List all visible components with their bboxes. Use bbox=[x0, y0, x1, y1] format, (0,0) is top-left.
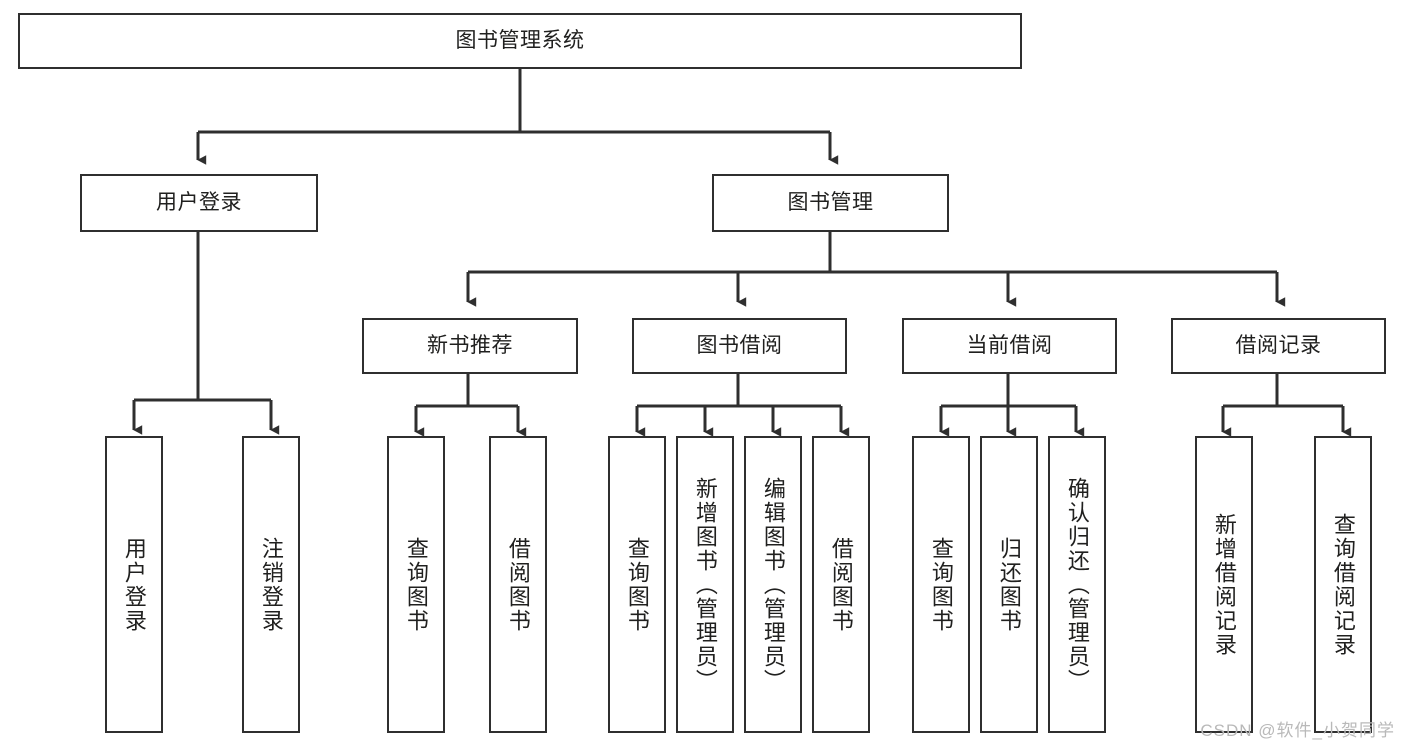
node-leaf-return-book[interactable]: 归还图书 bbox=[980, 436, 1038, 733]
node-user-login[interactable]: 用户登录 bbox=[80, 174, 318, 232]
node-label: 注销登录 bbox=[258, 536, 284, 633]
node-label: 借阅图书 bbox=[828, 536, 854, 633]
node-leaf-add-book[interactable]: 新增图书（管理员） bbox=[676, 436, 734, 733]
node-leaf-confirm-return[interactable]: 确认归还（管理员） bbox=[1048, 436, 1106, 733]
node-label: 查询图书 bbox=[403, 536, 429, 633]
node-leaf-query-record[interactable]: 查询借阅记录 bbox=[1314, 436, 1372, 733]
node-label: 用户登录 bbox=[156, 191, 242, 215]
node-label: 图书管理系统 bbox=[455, 29, 585, 53]
node-label: 编辑图书（管理员） bbox=[760, 476, 786, 693]
node-current-borrow[interactable]: 当前借阅 bbox=[902, 318, 1117, 374]
csdn-watermark: CSDN @软件_小贺同学 bbox=[1200, 721, 1395, 740]
node-label: 借阅记录 bbox=[1235, 334, 1322, 358]
node-leaf-query-book-1[interactable]: 查询图书 bbox=[387, 436, 445, 733]
node-label: 借阅图书 bbox=[505, 536, 531, 633]
node-borrow-record[interactable]: 借阅记录 bbox=[1171, 318, 1386, 374]
node-leaf-logout-login[interactable]: 注销登录 bbox=[242, 436, 300, 733]
node-label: 用户登录 bbox=[121, 536, 147, 633]
node-leaf-add-record[interactable]: 新增借阅记录 bbox=[1195, 436, 1253, 733]
node-label: 图书管理 bbox=[787, 191, 874, 215]
node-leaf-borrow-book-2[interactable]: 借阅图书 bbox=[812, 436, 870, 733]
node-label: 确认归还（管理员） bbox=[1064, 476, 1090, 693]
node-label: 新增图书（管理员） bbox=[692, 476, 718, 693]
node-leaf-query-book-2[interactable]: 查询图书 bbox=[608, 436, 666, 733]
node-leaf-borrow-book-1[interactable]: 借阅图书 bbox=[489, 436, 547, 733]
node-leaf-edit-book[interactable]: 编辑图书（管理员） bbox=[744, 436, 802, 733]
node-book-borrow[interactable]: 图书借阅 bbox=[632, 318, 847, 374]
node-book-management[interactable]: 图书管理 bbox=[712, 174, 949, 232]
node-label: 查询图书 bbox=[928, 536, 954, 633]
node-label: 查询图书 bbox=[624, 536, 650, 633]
node-book-management-system[interactable]: 图书管理系统 bbox=[18, 13, 1022, 69]
node-label: 查询借阅记录 bbox=[1330, 512, 1356, 657]
node-label: 归还图书 bbox=[996, 536, 1022, 633]
node-label: 当前借阅 bbox=[966, 334, 1053, 358]
node-new-book-recommend[interactable]: 新书推荐 bbox=[362, 318, 578, 374]
node-label: 新增借阅记录 bbox=[1211, 512, 1237, 657]
node-label: 新书推荐 bbox=[427, 334, 513, 358]
node-leaf-user-login[interactable]: 用户登录 bbox=[105, 436, 163, 733]
node-leaf-query-book-3[interactable]: 查询图书 bbox=[912, 436, 970, 733]
node-label: 图书借阅 bbox=[696, 334, 783, 358]
